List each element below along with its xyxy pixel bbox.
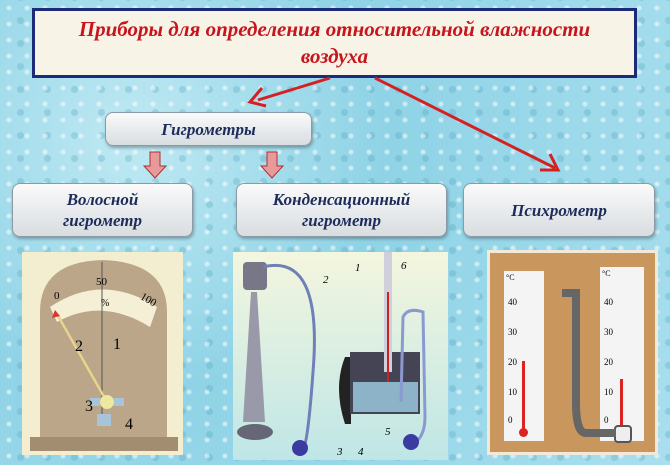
tick: 0 xyxy=(604,415,609,425)
label-1: 1 xyxy=(113,336,121,353)
psychrometer-label: Психрометр xyxy=(511,200,607,220)
tick: 40 xyxy=(508,297,517,307)
hair-line-2: гигрометр xyxy=(62,211,143,230)
arrow-to-hygrometers xyxy=(247,76,331,108)
label-4: 4 xyxy=(125,416,133,433)
cond-line-2: гигрометр xyxy=(301,211,382,230)
scale-0: 0 xyxy=(54,290,60,302)
label-4: 4 xyxy=(358,446,364,458)
label-5: 5 xyxy=(385,426,391,438)
label-6: 6 xyxy=(401,260,407,272)
label-3: 3 xyxy=(85,398,93,415)
tick: 0 xyxy=(508,415,513,425)
psychrometer-box: Психрометр xyxy=(463,183,655,237)
hair-hygrometer-image: 0 50 100 % 1 2 3 4 xyxy=(22,252,183,455)
label-3: 3 xyxy=(337,446,343,458)
page-title: Приборы для определения относительной вл… xyxy=(32,8,637,78)
scale-50: 50 xyxy=(96,276,107,288)
condensation-hygrometer-box: Конденсационный гигрометр xyxy=(236,183,447,237)
tick: 30 xyxy=(604,327,613,337)
label-1: 1 xyxy=(355,262,361,274)
hygrometers-label: Гигрометры xyxy=(161,119,256,139)
wet-thermometer: °C 40 30 20 10 0 xyxy=(600,267,644,443)
psychrometer-image: °C 40 30 20 10 0 °C 40 30 20 10 0 xyxy=(487,250,658,455)
down-arrows xyxy=(142,151,285,179)
tick: 40 xyxy=(604,297,613,307)
unit: °C xyxy=(602,269,611,278)
tick: 20 xyxy=(508,357,517,367)
arrow-to-psychrometer xyxy=(374,76,561,172)
scale-unit: % xyxy=(101,298,110,309)
tick: 20 xyxy=(604,357,613,367)
dry-thermometer: °C 40 30 20 10 0 xyxy=(504,271,544,441)
title-line-2: воздуха xyxy=(300,44,369,68)
cond-line-1: Конденсационный xyxy=(272,190,411,209)
tick: 10 xyxy=(604,387,613,397)
label-2: 2 xyxy=(75,338,83,355)
hair-line-1: Волосной xyxy=(66,190,139,209)
title-line-1: Приборы для определения относительной вл… xyxy=(78,17,591,41)
hygrometers-box: Гигрометры xyxy=(105,112,312,146)
hair-hygrometer-box: Волосной гигрометр xyxy=(12,183,193,237)
tick: 10 xyxy=(508,387,517,397)
label-2: 2 xyxy=(323,274,329,286)
condensation-hygrometer-image: 1 2 3 4 5 6 xyxy=(233,252,448,460)
tick: 30 xyxy=(508,327,517,337)
unit: °C xyxy=(506,273,515,282)
